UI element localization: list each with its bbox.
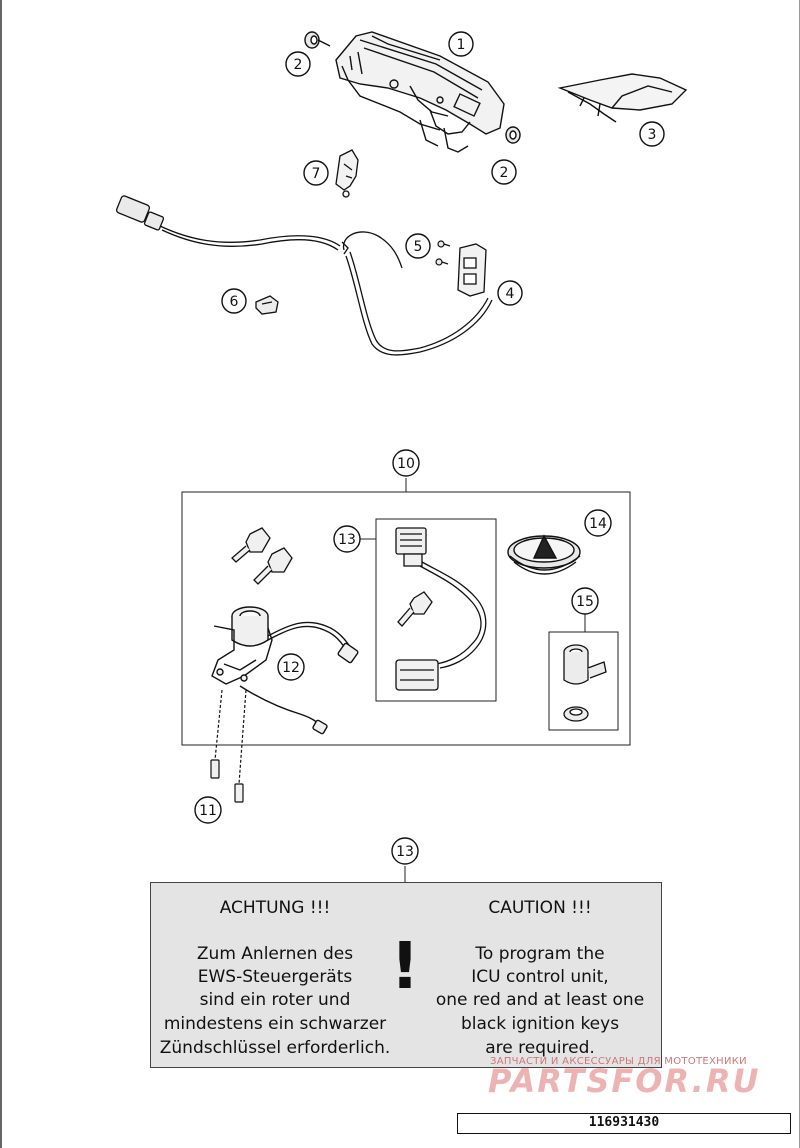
english-line-4: black ignition keys (460, 1014, 620, 1034)
part-label-13-callout: 13 (391, 837, 419, 865)
german-line-5: Zündschlüssel erforderlich. (159, 1038, 391, 1058)
german-heading: ACHTUNG !!! (219, 898, 331, 918)
svg-text:2: 2 (294, 57, 303, 73)
part-4-holder-drawing (457, 243, 487, 297)
part-label-11: 11 (194, 796, 222, 824)
english-line-2: ICU control unit, (471, 967, 609, 987)
svg-text:13: 13 (338, 532, 356, 548)
exclamation-mark: ! (390, 930, 420, 1004)
svg-text:14: 14 (589, 516, 607, 532)
svg-text:13: 13 (396, 844, 414, 860)
part-label-4: 4 (497, 280, 523, 306)
svg-text:3: 3 (648, 127, 657, 143)
left-border-line (0, 0, 2, 1148)
wiring-harness-drawing (115, 195, 493, 356)
part-12-ignition-lock-drawing (211, 606, 359, 735)
part-label-10: 10 (392, 449, 420, 477)
svg-text:2: 2 (500, 165, 509, 181)
part-11-bolts-drawing (210, 689, 247, 803)
ignition-keys-drawing (231, 527, 433, 627)
watermark-brand: PARTSFOR.RU (488, 1062, 761, 1100)
watermark-tagline: ЗАПЧАСТИ И АКСЕССУАРЫ ДЛЯ МОТОТЕХНИКИ (490, 1056, 747, 1067)
german-line-1: Zum Anlernen des (196, 944, 354, 964)
svg-text:10: 10 (397, 456, 415, 472)
svg-text:4: 4 (506, 286, 515, 302)
part-15-lock-cylinder-drawing (563, 644, 607, 722)
english-line-1: To program the (475, 944, 605, 964)
part-label-6: 6 (221, 288, 247, 314)
subassembly-13-frame (375, 518, 497, 702)
part-5-screws-drawing (435, 240, 451, 266)
english-line-5: are required. (485, 1038, 595, 1058)
part-label-15: 15 (571, 587, 599, 615)
svg-text:15: 15 (576, 594, 594, 610)
part-label-5: 5 (405, 233, 431, 259)
part-1-housing-drawing (335, 31, 505, 153)
warning-callout-box (150, 882, 662, 1068)
part-3-cover-drawing (557, 73, 688, 123)
part-label-2-bottom: 2 (491, 159, 517, 185)
part-label-3: 3 (639, 121, 665, 147)
svg-text:5: 5 (414, 239, 423, 255)
part-label-1: 1 (448, 31, 474, 57)
part-13-key-harness-drawing (395, 527, 487, 691)
part-label-7: 7 (303, 160, 329, 186)
part-2-grommet-bottom-drawing (505, 126, 521, 144)
part-label-14: 14 (584, 509, 612, 537)
part-14-tank-cap-drawing (507, 534, 581, 575)
subassembly-15-frame (548, 631, 619, 731)
diagram-part-number: 116931430 (457, 1113, 791, 1134)
english-heading: CAUTION !!! (488, 898, 592, 918)
svg-text:12: 12 (282, 660, 300, 676)
svg-text:7: 7 (312, 166, 321, 182)
part-7-bracket-drawing (335, 149, 359, 198)
part-6-clip-drawing (255, 295, 279, 315)
german-line-4: mindestens ein schwarzer (163, 1014, 387, 1034)
svg-text:1: 1 (457, 37, 466, 53)
part-label-2-top: 2 (285, 51, 311, 77)
german-line-2: EWS-Steuergeräts (197, 967, 353, 987)
german-line-3: sind ein roter und (199, 990, 351, 1010)
english-line-3: one red and at least one (435, 990, 645, 1010)
svg-text:11: 11 (199, 803, 217, 819)
svg-text:6: 6 (230, 294, 239, 310)
part-label-12: 12 (277, 653, 305, 681)
part-label-13: 13 (333, 525, 361, 553)
part-2-grommet-top-drawing (304, 31, 331, 49)
